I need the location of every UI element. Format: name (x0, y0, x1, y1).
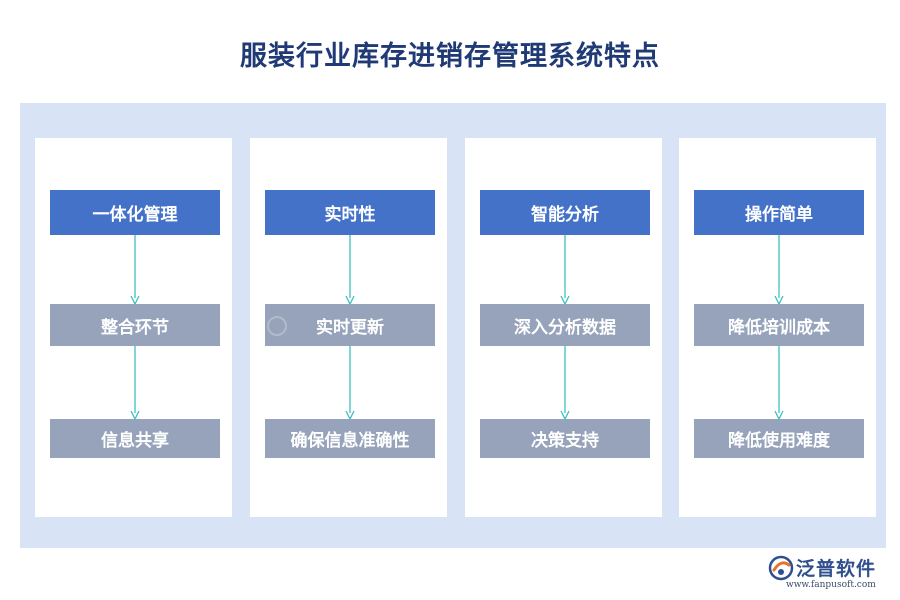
feature-result: 决策支持 (480, 419, 650, 458)
watermark-icon (267, 316, 287, 336)
page-title: 服装行业库存进销存管理系统特点 (240, 41, 660, 72)
feature-heading: 实时性 (265, 190, 435, 235)
logo-icon (768, 555, 794, 581)
feature-column-usability: 操作简单 降低培训成本 降低使用难度 (679, 138, 876, 517)
feature-result: 确保信息准确性 (265, 419, 435, 458)
feature-result: 降低使用难度 (694, 419, 864, 458)
logo-url: www.fanpusoft.com (786, 580, 876, 590)
logo-name: 泛普软件 (796, 558, 877, 580)
flow-arrows (560, 235, 570, 421)
feature-result: 信息共享 (50, 419, 220, 458)
feature-step: 整合环节 (50, 304, 220, 346)
flow-arrows (130, 235, 140, 421)
feature-heading: 智能分析 (480, 190, 650, 235)
feature-step: 降低培训成本 (694, 304, 864, 346)
feature-heading: 一体化管理 (50, 190, 220, 235)
feature-step: 实时更新 (265, 304, 435, 346)
feature-heading: 操作简单 (694, 190, 864, 235)
brand-logo: 泛普软件 www.fanpusoft.com (768, 553, 893, 597)
features-panel: 一体化管理 整合环节 信息共享 实时性 实时更新 确保信息准确性 智能分析 深入… (20, 103, 886, 548)
feature-step: 深入分析数据 (480, 304, 650, 346)
feature-column-integration: 一体化管理 整合环节 信息共享 (35, 138, 232, 517)
feature-column-realtime: 实时性 实时更新 确保信息准确性 (250, 138, 447, 517)
feature-column-analysis: 智能分析 深入分析数据 决策支持 (465, 138, 662, 517)
